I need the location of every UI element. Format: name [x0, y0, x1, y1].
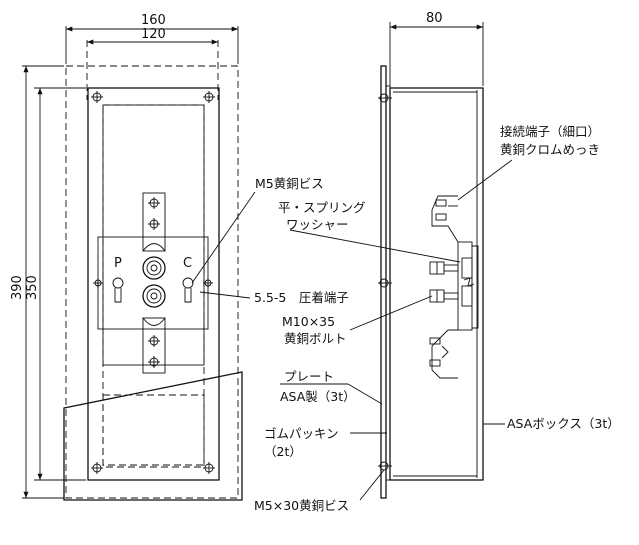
side-screw-top [378, 93, 392, 103]
front-plate [87, 87, 220, 481]
busbar-top [142, 192, 166, 252]
callout-box: ASAボックス（3t） [507, 416, 620, 431]
busbar-screw-1 [148, 197, 160, 209]
outer-dashed-outline [65, 65, 239, 499]
terminal-c-label: C [183, 256, 192, 271]
callout-plate-line1: プレート [284, 369, 334, 384]
main-bolt-upper [142, 256, 166, 280]
callout-bolt-line1: M10×35 [282, 314, 335, 329]
dim-width-outer: 160 [141, 13, 166, 28]
side-asa-box [389, 87, 484, 481]
callout-connector-line2: 黄銅クロムめっき [500, 142, 600, 157]
gasket-trapezoid [63, 371, 243, 501]
side-screw-mid [378, 278, 392, 288]
busbar-bottom-curve [142, 317, 166, 326]
callout-gasket-line2: （2t） [264, 444, 302, 459]
busbar-screw-2 [148, 218, 160, 230]
side-terminal-base [472, 245, 479, 329]
callout-bolt-line2: 黄銅ボルト [284, 331, 347, 346]
terminal-p-label: P [114, 256, 122, 271]
leader-lines [191, 159, 513, 501]
callout-m5x30-screw: M5×30黄銅ビス [254, 498, 349, 513]
callout-crimp-terminal: 5.5-5 圧着端子 [254, 290, 349, 305]
side-view [378, 65, 484, 499]
side-dimensions [389, 22, 484, 86]
side-connector-lower [431, 329, 458, 379]
corner-screw-tl [91, 91, 103, 103]
side-bolt-lower [429, 285, 473, 307]
main-bolt-lower [142, 284, 166, 308]
busbar-bottom [142, 317, 166, 374]
callout-washer-line1: 平・スプリング [278, 200, 366, 215]
side-crimp-terminal [463, 277, 475, 287]
busbar-screw-4 [148, 356, 160, 368]
callout-gasket-line1: ゴムパッキン [264, 426, 339, 441]
callout-plate-line2: ASA製（3t） [280, 389, 356, 404]
front-dimensions [22, 26, 239, 499]
dim-height-inner: 350 [25, 275, 40, 300]
dim-depth: 80 [426, 11, 443, 26]
box-dashed-lower [102, 394, 205, 468]
callout-washer-line2: ワッシャー [286, 217, 349, 232]
plate-screw-right [203, 278, 213, 288]
side-connector-upper [431, 195, 459, 243]
corner-screw-bl [91, 462, 103, 474]
busbar-screw-3 [148, 335, 160, 347]
dim-width-inner: 120 [141, 27, 166, 42]
corner-screw-tr [203, 91, 215, 103]
corner-screw-br [203, 462, 215, 474]
dim-height-outer: 390 [10, 275, 25, 300]
callout-connector-line1: 接続端子（細口） [500, 124, 600, 139]
callout-m5-screw: M5黄銅ビス [255, 176, 324, 191]
front-inner-panel [102, 104, 205, 366]
side-bolt-upper [429, 257, 473, 279]
busbar-top-curve [142, 243, 166, 252]
plate-screw-left [93, 278, 103, 288]
terminal-c [182, 277, 194, 303]
front-view: P C [63, 40, 243, 501]
terminal-p [112, 277, 124, 303]
